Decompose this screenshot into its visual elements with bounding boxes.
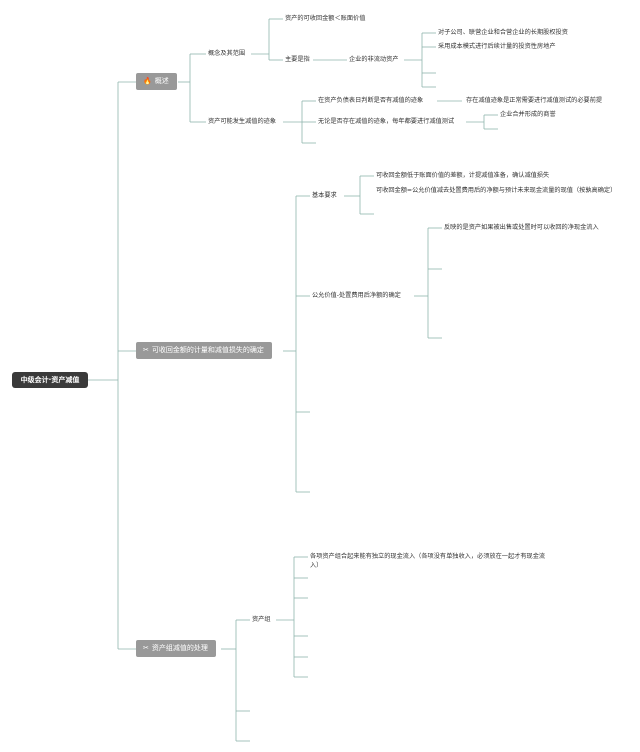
node-basic-req-2[interactable]: 可收回金额=公允价值减去处置费用后的净额与预计未来现金流量的现值（按孰高确定） (376, 187, 617, 194)
branch-measurement[interactable]: ✂可收回金额的计量和减值损失的确定 (136, 342, 272, 359)
branch-asset-group[interactable]: ✂资产组减值的处理 (136, 640, 216, 657)
node-basic-req-1[interactable]: 可收回金额低于账面价值的差额，计提减值准备，确认减值损失 (376, 172, 550, 179)
node-mainly-refers[interactable]: 主要是指 (285, 56, 310, 63)
node-investment-property[interactable]: 采用成本模式进行后续计量的投资性房地产 (438, 43, 556, 50)
node-basic-requirements[interactable]: 基本要求 (312, 192, 337, 199)
branch-overview-label: 概述 (154, 77, 169, 85)
node-concept-definition[interactable]: 资产的可收回金额＜账面价值 (285, 15, 366, 22)
node-sign-prerequisite[interactable]: 存在减值迹象是正常需要进行减值测试的必要前提 (466, 97, 603, 104)
node-fair-value-net-1[interactable]: 反映的是资产如果被出售或处置时可以收回的净现金流入 (444, 224, 599, 231)
scissors-icon: ✂ (143, 346, 149, 354)
node-concept-scope[interactable]: 概念及其范围 (208, 50, 246, 57)
node-sign-balance-date[interactable]: 在资产负债表日判断是否有减值的迹象 (318, 97, 424, 104)
root-node[interactable]: 中级会计·资产减值 (12, 372, 88, 388)
node-sign-annual-test[interactable]: 无论是否存在减值的迹象，每年都要进行减值测试 (318, 118, 455, 125)
scissors-icon: ✂ (143, 644, 149, 652)
node-fair-value-net[interactable]: 公允价值-处置费用后净额的确定 (312, 292, 401, 299)
node-asset-group[interactable]: 资产组 (252, 616, 271, 623)
fire-icon: 🔥 (143, 77, 152, 85)
branch-measurement-label: 可收回金额的计量和减值损失的确定 (151, 346, 264, 354)
node-impairment-signs[interactable]: 资产可能发生减值的迹象 (208, 118, 277, 125)
node-noncurrent-assets[interactable]: 企业的非流动资产 (349, 56, 399, 63)
branch-overview[interactable]: 🔥概述 (136, 73, 177, 90)
branch-asset-group-label: 资产组减值的处理 (151, 644, 208, 652)
node-long-term-equity[interactable]: 对子公司、联营企业和合营企业的长期股权投资 (438, 29, 568, 36)
node-goodwill[interactable]: 企业合并形成的商誉 (500, 111, 556, 118)
node-asset-group-1[interactable]: 各项资产组合起来能有独立的现金流入（各项没有单独收入，必须放在一起才有现金流入） (310, 553, 546, 569)
